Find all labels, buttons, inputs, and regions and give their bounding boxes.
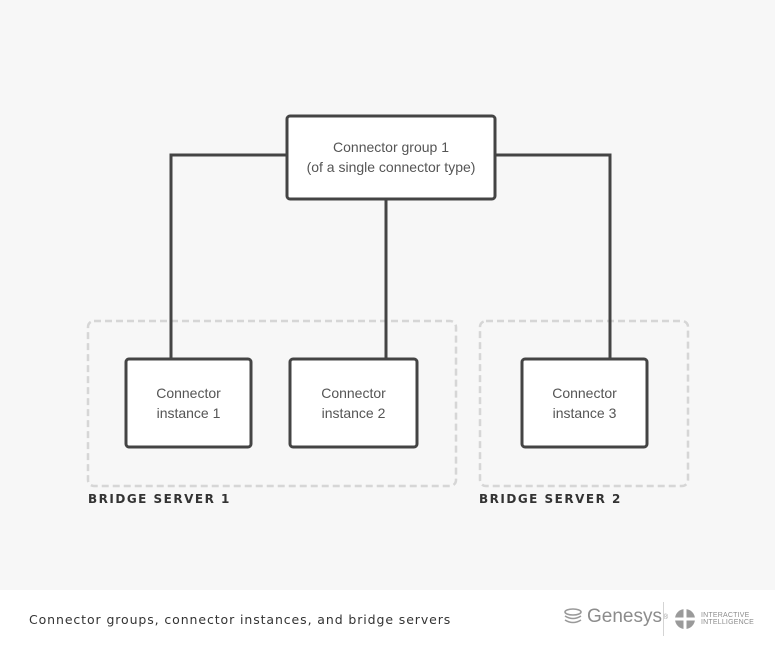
connector-instance-2-box <box>288 357 419 449</box>
connector-instance-2-label: Connector instance 2 <box>290 383 417 423</box>
connector-line-3 <box>495 153 612 359</box>
interactive-intelligence-logo: INTERACTIVE INTELLIGENCE <box>674 608 754 630</box>
instance-1-line1: Connector <box>156 385 221 401</box>
logo-divider <box>663 602 664 636</box>
bridge-server-1-container <box>86 319 458 488</box>
connector-line-1 <box>169 153 287 359</box>
instance-2-line1: Connector <box>321 385 386 401</box>
connector-instance-1-box <box>124 357 253 449</box>
ii-circle-icon <box>675 609 695 629</box>
instance-3-line2: instance 3 <box>552 405 617 421</box>
diagram-graphics <box>86 114 690 488</box>
genesys-logo-text: Genesys <box>587 606 662 627</box>
trademark-mark: ® <box>662 613 669 621</box>
ii-logo-text: INTERACTIVE INTELLIGENCE <box>701 612 754 626</box>
bridge-server-2-container <box>478 319 690 488</box>
bridge-server-2-label: BRIDGE SERVER 2 <box>479 492 622 506</box>
footer: Connector groups, connector instances, a… <box>0 590 775 648</box>
instance-3-line1: Connector <box>552 385 617 401</box>
genesys-logo: Genesys® <box>563 606 668 628</box>
connector-group-subtitle: (of a single connector type) <box>306 159 476 175</box>
connector-instance-3-box <box>520 357 649 449</box>
genesys-stack-icon <box>564 608 582 624</box>
connector-group-title: Connector group 1 <box>333 139 449 155</box>
connector-instance-1-label: Connector instance 1 <box>126 383 251 423</box>
connector-instance-3-label: Connector instance 3 <box>522 383 647 423</box>
instance-2-line2: instance 2 <box>321 405 386 421</box>
connector-group-label: Connector group 1 (of a single connector… <box>287 137 495 177</box>
connector-group-box <box>285 114 497 201</box>
ii-logo-line2: INTELLIGENCE <box>701 619 754 626</box>
instance-1-line2: instance 1 <box>156 405 221 421</box>
ii-logo-line1: INTERACTIVE <box>701 612 750 619</box>
diagram-canvas: Connector group 1 (of a single connector… <box>86 114 690 506</box>
bridge-server-1-label: BRIDGE SERVER 1 <box>88 492 231 506</box>
figure-caption: Connector groups, connector instances, a… <box>29 612 452 627</box>
